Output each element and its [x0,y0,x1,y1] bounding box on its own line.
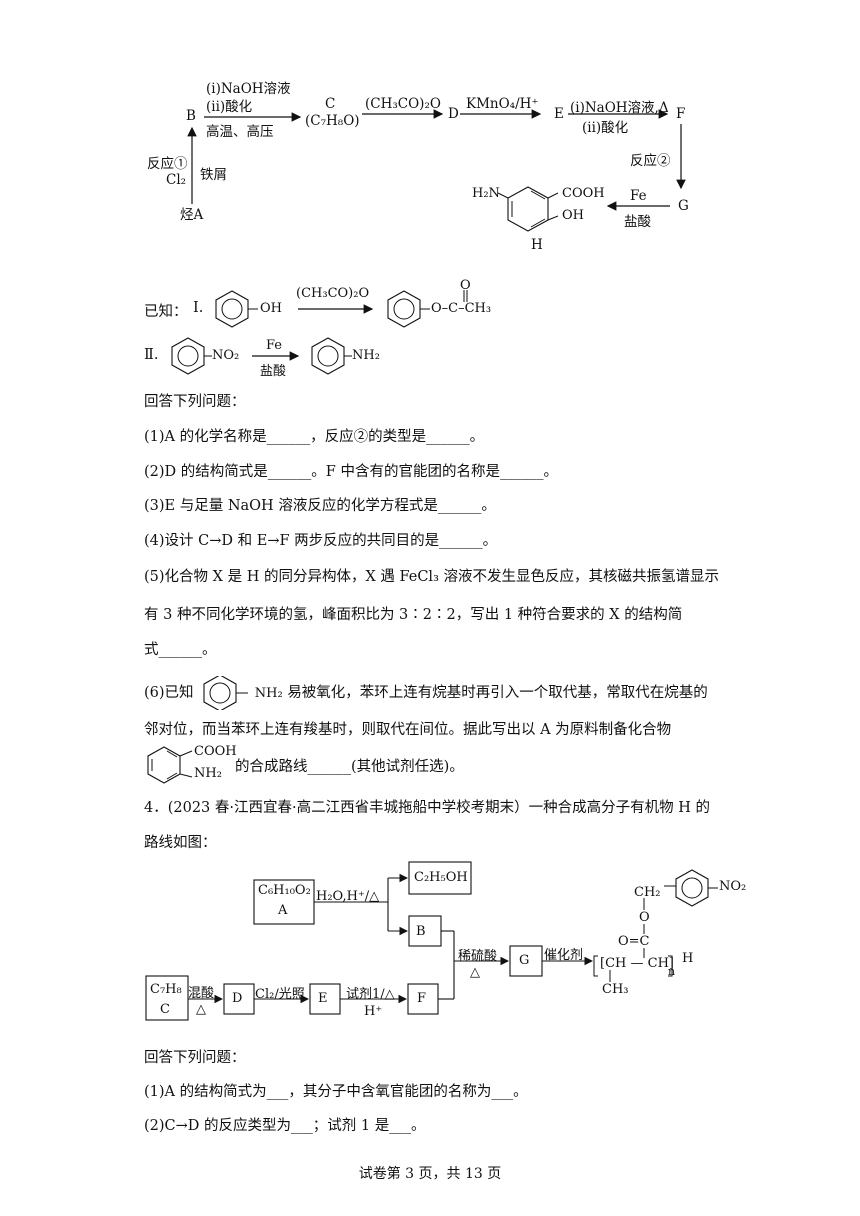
q3-p2: (2)D 的结构简式是______。F 中含有的官能团的名称是______。 [144,464,558,480]
step4-acid: (ii)酸化 [582,120,629,136]
q4-p1: (1)A 的结构简式为___，其分子中含氧官能团的名称为___。 [144,1084,528,1100]
B-box-label: B [416,924,426,939]
known-item2-fe: Fe [266,338,283,353]
q3-p6c-nh2: NH₂ [194,766,222,781]
known-item1-o: O [460,278,471,293]
hydrolysis-cond: H₂O,H⁺/△ [316,889,380,904]
q3-p4: (4)设计 C→D 和 E→F 两步反应的共同目的是______。 [144,533,498,549]
A-formula: C₆H₁₀O₂ [258,883,311,898]
q3-p6b: 邻对位，而当苯环上连有羧基时，则取代在间位。据此写出以 A 为原料制备化合物 [144,722,672,738]
H-chain: [CH — CH] [600,956,674,971]
H-ch2: CH₂ [634,885,661,900]
H-o: O [639,910,650,925]
known-item2: Ⅱ. [144,347,159,363]
scheme-1-arrows [187,109,686,232]
F-box-label: F [417,991,427,1006]
H-product-label: H [682,951,694,966]
q4-title-a: 4．(2023 春·江西宜春·高二江西省丰城拖船中学校考期末）一种合成高分子有机… [144,800,710,816]
q3-p6a-pre: (6)已知 [144,685,194,701]
anthranilic-acid-ring-icon [147,746,193,784]
H-no2: NO₂ [719,879,747,894]
known-item2-no2: NO₂ [212,348,240,363]
H-cooh: COOH [562,186,605,201]
q4-intro: 回答下列问题： [144,1050,246,1066]
aniline-ring-icon [203,674,249,712]
rxn1-label: 反应① [147,156,188,172]
delta-2: △ [470,965,480,980]
A-label: 烃A [180,207,204,223]
mixed-acid: 混酸 [188,986,215,1001]
step1-reagent: (i)NaOH溶液 [206,81,291,97]
C-formula-4: C₇H₈ [150,982,182,997]
q3-p6c-post: 的合成路线______(其他试剂任选)。 [235,759,464,775]
q4-title-b: 路线如图： [144,835,217,851]
D-label: D [448,106,459,122]
H-label: H [531,237,543,253]
known-item1: Ⅰ. [193,300,204,316]
hcl-reagent: 盐酸 [624,214,651,230]
q3-p6a: (6)已知 NH₂ 易被氧化，苯环上连有烷基时再引入一个取代基，常取代在烷基的 [144,674,708,712]
step2-reagent: (CH₃CO)₂O [365,96,441,112]
known-structures [171,290,468,375]
delta-1: △ [196,1002,206,1017]
dilute-sulfuric: 稀硫酸 [458,949,498,964]
q3-p6a-nh2: NH₂ [254,686,283,701]
C-label: C [325,96,336,112]
known-item1-oh: OH [260,301,282,316]
H-ch3: CH₃ [602,982,629,997]
q3-p1: (1)A 的化学名称是______，反应②的类型是______。 [144,429,485,445]
rxn2-label: 反应② [630,153,671,169]
H-n: n [668,965,676,978]
H-oh: OH [562,208,584,223]
known-item1-product: O–C–CH₃ [431,301,492,316]
H-co: O=C [618,934,650,949]
E-box-label: E [318,991,328,1006]
cl2-light: Cl₂/光照 [255,987,305,1002]
rxn1-cl2: Cl₂ [166,172,187,188]
H-nh2: H₂N [472,186,500,201]
q3-p5b: 有 3 种不同化学环境的氢，峰面积比为 3∶2∶2，写出 1 种符合要求的 X … [144,607,683,623]
ethanol-box: C₂H₅OH [414,870,468,885]
q3-p5c: 式______。 [144,642,217,658]
C-formula: (C₇H₈O) [305,113,360,129]
G-label: G [678,198,689,214]
A-box-label: A [278,903,288,918]
known-item1-reagent: (CH₃CO)₂O [296,286,370,301]
reagent-1: 试剂1/△ [346,987,395,1002]
page-footer: 试卷第 3 页，共 13 页 [358,1166,502,1182]
q3-p6a-post: 易被氧化，苯环上连有烷基时再引入一个取代基，常取代在烷基的 [287,685,708,701]
F-label: F [676,106,686,122]
step4-reagent: (i)NaOH溶液,Δ [570,100,669,116]
h-plus: H⁺ [364,1004,383,1019]
q3-p3: (3)E 与足量 NaOH 溶液反应的化学方程式是______。 [144,498,496,514]
C-box-label: C [160,1002,170,1017]
B-label: B [186,108,196,124]
known-item2-nh2: NH₂ [352,348,380,363]
H-benzene-ring [497,186,559,232]
scheme-2-diagram [145,861,718,1021]
D-box-label: D [232,991,243,1006]
step1-condition: 高温、高压 [206,124,274,140]
q3-p6c-cooh: COOH [194,744,237,759]
E-label: E [554,106,564,122]
step1-acid: (ii)酸化 [206,99,253,115]
catalyst: 催化剂 [544,948,584,963]
rxn1-catalyst: 铁屑 [200,167,227,183]
G-box-label: G [519,953,530,968]
fe-reagent: Fe [630,188,647,204]
known-item2-hcl: 盐酸 [260,364,287,379]
step3-reagent: KMnO₄/H⁺ [466,96,539,112]
known-prefix: 已知： [144,304,188,320]
q3-p5a: (5)化合物 X 是 H 的同分异构体，X 遇 FeCl₃ 溶液不发生显色反应，… [144,569,719,585]
q3-intro: 回答下列问题： [144,394,246,410]
q4-p2: (2)C→D 的反应类型为___；试剂 1 是___。 [144,1118,426,1134]
